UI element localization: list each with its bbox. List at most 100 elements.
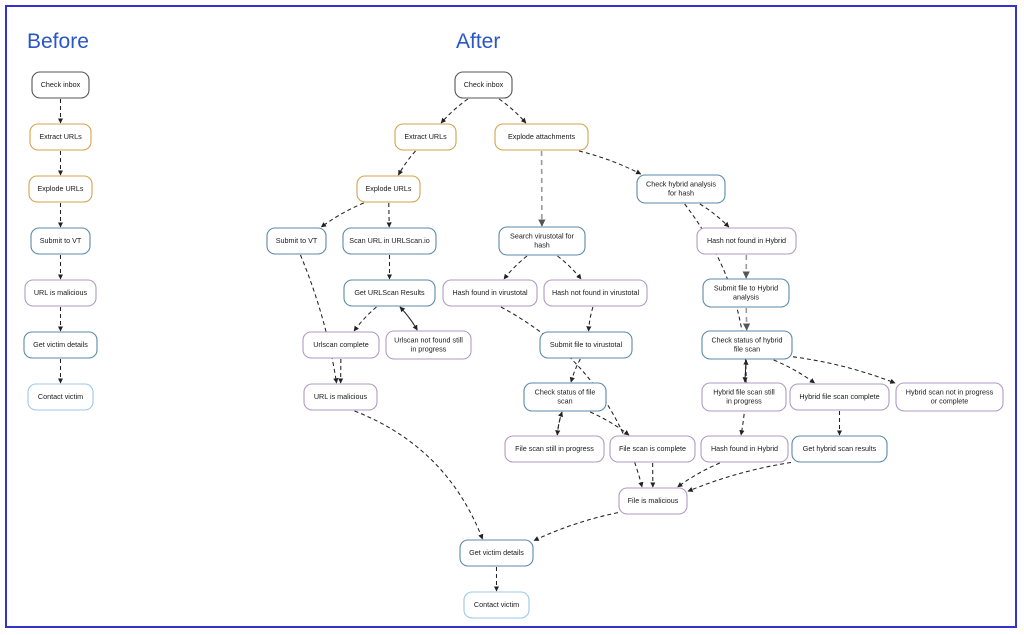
edge-a_hybrid_inprogress-to-a_check_hybrid_scan — [743, 359, 749, 383]
node-a_submit_vt[interactable]: Submit to VT — [266, 227, 327, 255]
node-shape — [24, 279, 97, 307]
node-shape — [23, 331, 98, 359]
node-a_explode_urls[interactable]: Explode URLs — [356, 175, 421, 203]
node-shape — [789, 383, 890, 411]
node-label: Get victim details — [469, 548, 524, 557]
node-a_hash_found_hybrid[interactable]: Hash found in Hybrid — [700, 435, 789, 463]
node-a_contact_victim[interactable]: Contact victim — [463, 591, 530, 619]
node-label: Get URLScan Results — [354, 288, 425, 297]
edge-a_extract_urls-to-a_explode_urls — [398, 150, 416, 176]
node-b_contact_victim[interactable]: Contact victim — [27, 383, 94, 411]
node-a_get_urlscan_res[interactable]: Get URLScan Results — [343, 279, 436, 307]
node-a_scan_urlscan[interactable]: Scan URL in URLScan.io — [342, 227, 437, 255]
node-shape — [266, 227, 327, 255]
node-shape — [791, 435, 888, 463]
node-shape — [302, 331, 380, 359]
edge-a_file_malicious-to-a_victim_details — [533, 512, 619, 542]
edge-a_check_inbox-to-a_extract_urls — [440, 98, 469, 124]
node-shape — [454, 71, 513, 99]
node-a_file_malicious[interactable]: File is malicious — [618, 487, 688, 515]
node-shape — [494, 123, 589, 151]
node-shape — [895, 382, 1004, 412]
node-shape — [543, 279, 648, 307]
node-a_hash_found_vt[interactable]: Hash found in virustotal — [442, 279, 538, 307]
node-label: Urlscan complete — [313, 340, 369, 349]
edge-a_hash_notfound_vt-to-a_submit_file_vt — [586, 306, 594, 332]
node-b_check_inbox[interactable]: Check inbox — [31, 71, 90, 99]
node-shape — [701, 382, 787, 412]
edge-a_check_inbox-to-a_explode_attach — [498, 98, 527, 124]
node-label: Extract URLs — [404, 132, 447, 141]
node-shape — [636, 174, 726, 204]
edge-a_urlscan_notfound-to-a_get_urlscan_res — [399, 306, 418, 331]
node-b_extract_urls[interactable]: Extract URLs — [29, 123, 92, 151]
node-shape — [394, 123, 457, 151]
node-label: Get victim details — [33, 340, 88, 349]
node-label: URL is malicious — [314, 392, 368, 401]
node-b_victim_details[interactable]: Get victim details — [23, 331, 98, 359]
node-a_url_malicious[interactable]: URL is malicious — [303, 383, 378, 411]
edge-a_filescan_inprog-to-a_check_file_scan — [556, 411, 563, 436]
edge-a_explode_attach-to-a_check_hybrid — [578, 150, 642, 175]
node-b_submit_vt[interactable]: Submit to VT — [30, 227, 91, 255]
node-label: File is malicious — [628, 496, 679, 505]
node-a_get_hybrid_results[interactable]: Get hybrid scan results — [791, 435, 888, 463]
node-label: URL is malicious — [34, 288, 88, 297]
node-label: Hash not found in virustotal — [552, 288, 640, 297]
node-a_filescan_inprog[interactable]: File scan still in progress — [504, 435, 605, 463]
node-a_hybrid_complete[interactable]: Hybrid file scan complete — [789, 383, 890, 411]
node-a_submit_file_vt[interactable]: Submit file to virustotal — [539, 331, 633, 359]
edge-a_check_hybrid_scan-to-a_hybrid_complete — [773, 359, 816, 384]
node-label: Submit file to virustotal — [550, 340, 623, 349]
section-title-after: After — [456, 30, 501, 53]
node-a_hash_notfound_vt[interactable]: Hash not found in virustotal — [543, 279, 648, 307]
node-label: Submit to VT — [276, 236, 318, 245]
edge-a_check_hybrid_scan-to-a_hybrid_notinprog — [792, 356, 896, 384]
node-shape — [504, 435, 605, 463]
node-a_explode_attach[interactable]: Explode attachments — [494, 123, 589, 151]
node-label: Submit to VT — [40, 236, 82, 245]
node-b_url_malicious[interactable]: URL is malicious — [24, 279, 97, 307]
node-shape — [442, 279, 538, 307]
node-label: Contact victim — [38, 392, 83, 401]
node-shape — [31, 71, 90, 99]
edge-a_submit_file_vt-to-a_check_file_scan — [569, 358, 581, 383]
node-a_hash_not_hybrid[interactable]: Hash not found in Hybrid — [696, 227, 797, 255]
node-label: Get hybrid scan results — [803, 444, 877, 453]
node-shape — [700, 435, 789, 463]
node-label: File scan still in progress — [515, 444, 594, 453]
node-shape — [523, 382, 607, 412]
node-shape — [29, 123, 92, 151]
edge-a_get_hybrid_results-to-a_file_malicious — [687, 462, 792, 492]
node-shape — [385, 330, 472, 360]
node-shape — [701, 330, 793, 360]
node-b_explode_urls[interactable]: Explode URLs — [28, 175, 93, 203]
node-a_filescan_complete[interactable]: File scan is complete — [609, 435, 696, 463]
node-label: Hybrid file scan complete — [799, 392, 879, 401]
node-a_victim_details[interactable]: Get victim details — [459, 539, 534, 567]
edge-a_get_urlscan_res-to-a_urlscan_complete — [353, 306, 377, 332]
edge-a_submit_vt-to-a_url_malicious — [299, 254, 339, 384]
node-label: Explode attachments — [508, 132, 576, 141]
node-label: Check inbox — [464, 80, 504, 89]
node-a_urlscan_complete[interactable]: Urlscan complete — [302, 331, 380, 359]
node-shape — [342, 227, 437, 255]
edge-a_search_vt_hash-to-a_hash_notfound_vt — [557, 255, 582, 280]
node-a_check_inbox[interactable]: Check inbox — [454, 71, 513, 99]
node-a_extract_urls[interactable]: Extract URLs — [394, 123, 457, 151]
edge-a_check_hybrid-to-a_hash_not_hybrid — [699, 203, 730, 228]
